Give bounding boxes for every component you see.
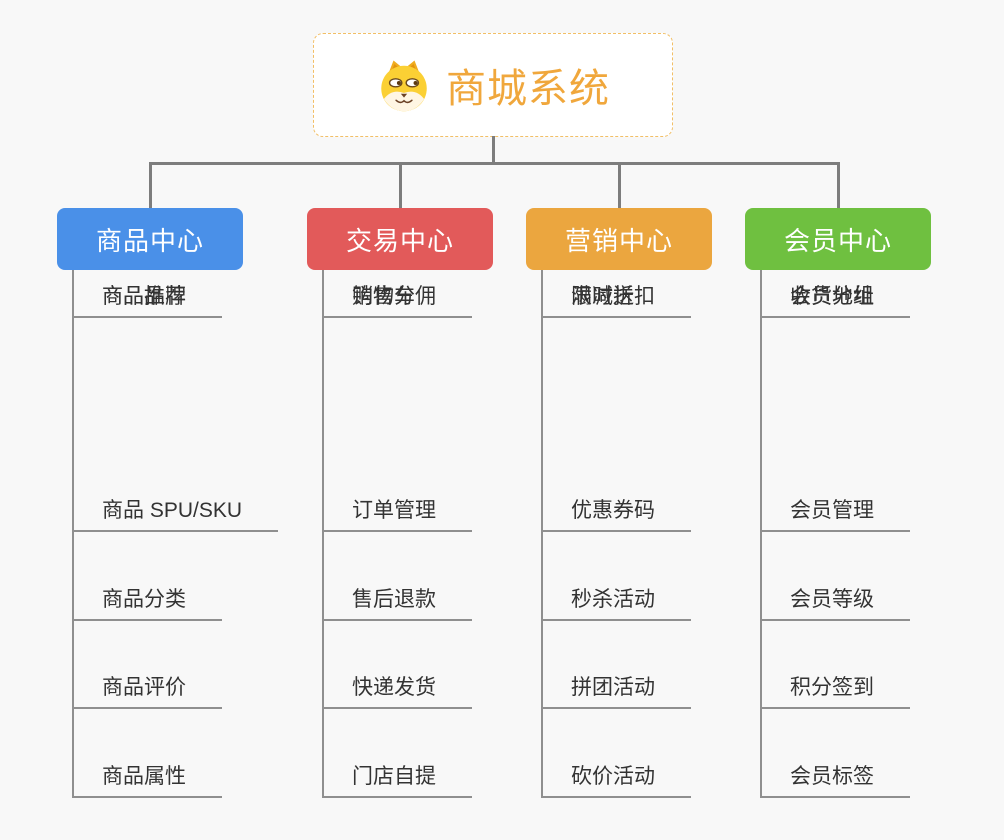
node-product-spu-sku[interactable]: 商品 SPU/SKU bbox=[72, 484, 279, 532]
shiba-dog-icon bbox=[376, 57, 432, 113]
node-after-sale-refund[interactable]: 售后退款 bbox=[322, 573, 472, 621]
node-store-pickup[interactable]: 门店自提 bbox=[322, 750, 472, 798]
node-member-management[interactable]: 会员管理 bbox=[760, 484, 910, 532]
branch-trade: 交易中心 订单管理 售后退款 快递发货 门店自提 购物车 销售分佣 bbox=[307, 208, 527, 808]
node-order-management[interactable]: 订单管理 bbox=[322, 484, 472, 532]
root-node[interactable]: 商城系统 bbox=[313, 33, 673, 137]
branch-spine bbox=[322, 270, 324, 798]
node-full-reduction[interactable]: 满减送 bbox=[541, 270, 670, 318]
node-coupon-code[interactable]: 优惠券码 bbox=[541, 484, 691, 532]
node-product-brand[interactable]: 商品品牌 bbox=[72, 270, 222, 318]
connector-drop-member bbox=[837, 162, 840, 208]
branch-spine bbox=[760, 270, 762, 798]
branch-spine bbox=[72, 270, 74, 798]
root-title: 商城系统 bbox=[446, 67, 610, 111]
node-product-category[interactable]: 商品分类 bbox=[72, 573, 222, 621]
connector-drop-products bbox=[149, 162, 152, 208]
node-product-attribute[interactable]: 商品属性 bbox=[72, 750, 222, 798]
branch-header-marketing[interactable]: 营销中心 bbox=[526, 208, 712, 270]
node-product-review[interactable]: 商品评价 bbox=[72, 661, 222, 709]
branch-products: 商品中心 商品 SPU/SKU 商品分类 商品评价 商品属性 商品推荐 商品品牌 bbox=[57, 208, 279, 808]
node-points-checkin[interactable]: 积分签到 bbox=[760, 661, 910, 709]
node-bargain-activity[interactable]: 砍价活动 bbox=[541, 750, 691, 798]
node-group-buy[interactable]: 拼团活动 bbox=[541, 661, 691, 709]
branch-marketing: 营销中心 优惠券码 秒杀活动 拼团活动 砍价活动 限时折扣 满减送 bbox=[526, 208, 746, 808]
branch-member: 会员中心 会员管理 会员等级 积分签到 会员标签 会员分组 收货地址 bbox=[745, 208, 965, 808]
node-sales-commission[interactable]: 销售分佣 bbox=[322, 270, 472, 318]
node-member-level[interactable]: 会员等级 bbox=[760, 573, 910, 621]
connector-drop-trade bbox=[399, 162, 402, 208]
branch-header-trade[interactable]: 交易中心 bbox=[307, 208, 493, 270]
branch-spine bbox=[541, 270, 543, 798]
connector-root-stub bbox=[492, 136, 495, 165]
node-shipping-address[interactable]: 收货地址 bbox=[760, 270, 910, 318]
node-express-delivery[interactable]: 快递发货 bbox=[322, 661, 472, 709]
node-member-tags[interactable]: 会员标签 bbox=[760, 750, 910, 798]
connector-bus bbox=[149, 162, 839, 165]
node-flash-sale[interactable]: 秒杀活动 bbox=[541, 573, 691, 621]
branch-header-products[interactable]: 商品中心 bbox=[57, 208, 243, 270]
connector-drop-marketing bbox=[618, 162, 621, 208]
branch-header-member[interactable]: 会员中心 bbox=[745, 208, 931, 270]
